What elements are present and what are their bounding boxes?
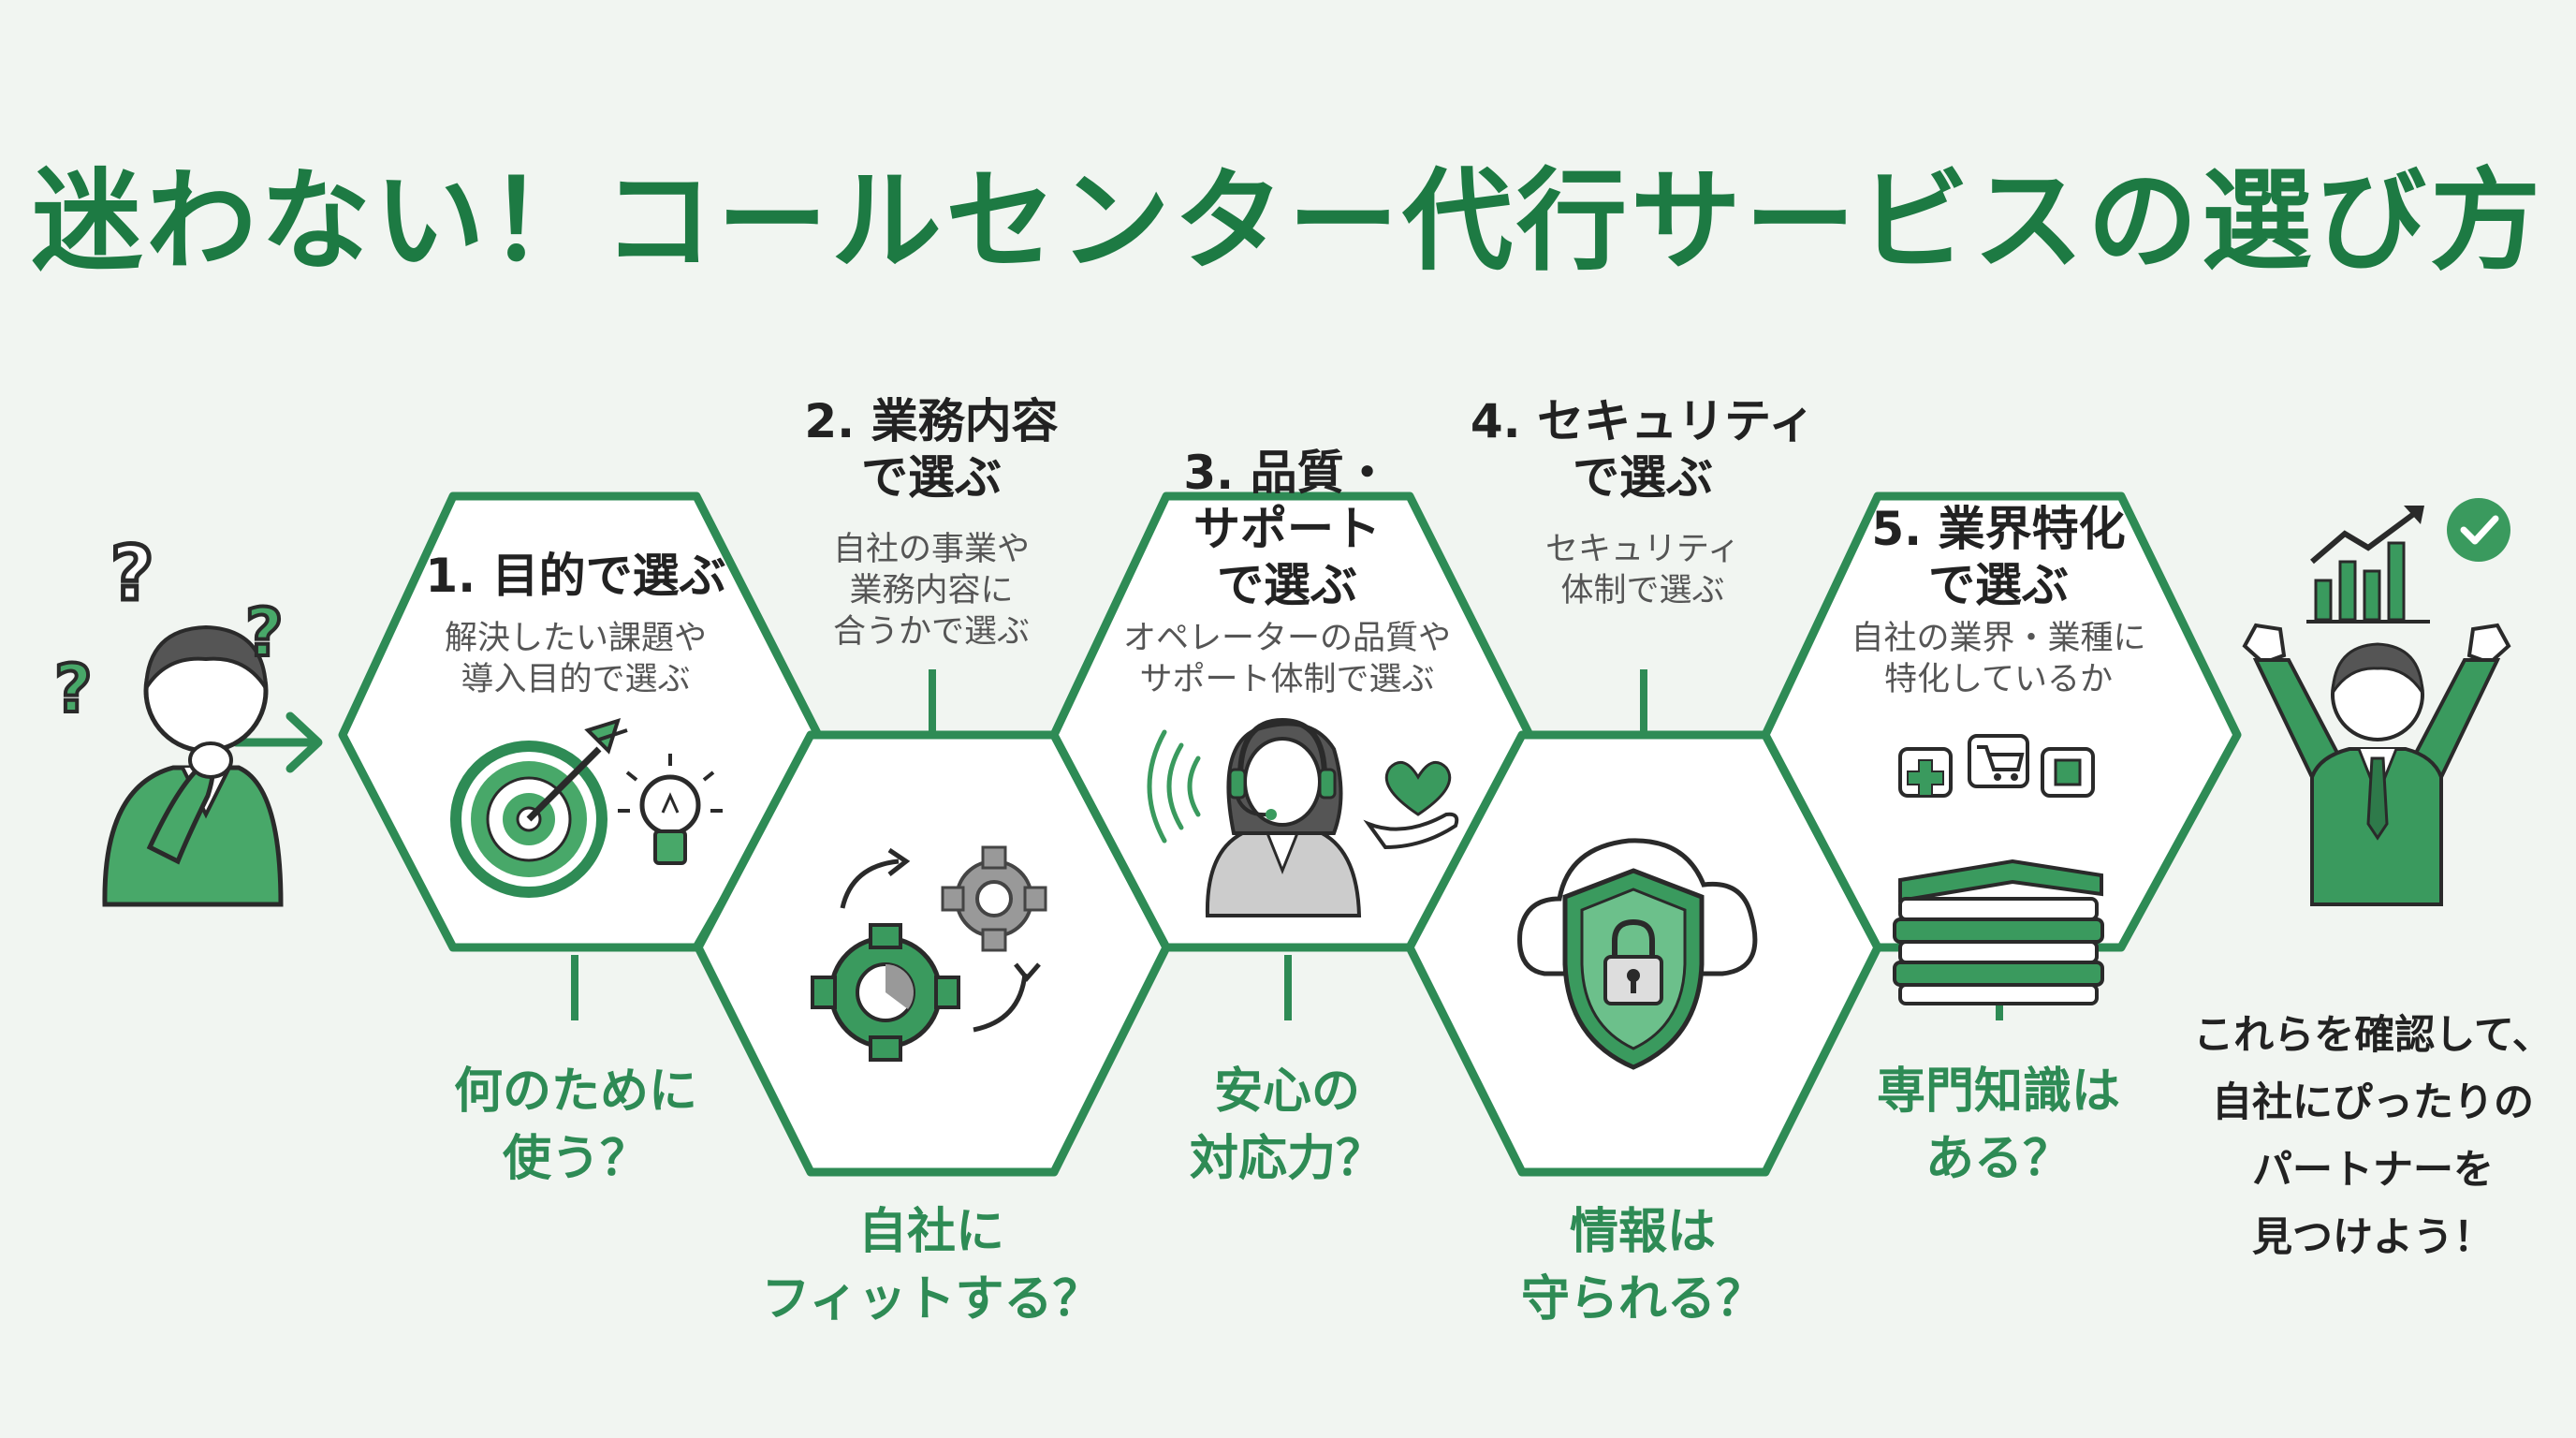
- cloud-shield-lock-icon: [1517, 838, 1758, 1070]
- step-5-title: 5. 業界特化で選ぶ: [1871, 502, 2126, 612]
- growth-chart-check-icon: [2306, 498, 2510, 624]
- svg-text:?: ?: [110, 530, 154, 617]
- step-1-description: 解決したい課題や導入目的で選ぶ: [444, 620, 707, 698]
- page-title: 迷わない！コールセンター代行サービスの選び方: [31, 156, 2544, 286]
- step-1-question: 何のために使う？: [453, 1064, 697, 1187]
- confused-person-icon: ? ? ?: [52, 528, 285, 907]
- chip-icon: [2041, 747, 2095, 798]
- step-3-title: 3. 品質・サポートで選ぶ: [1183, 446, 1391, 612]
- step-2-question: 自社にフィットする？: [761, 1204, 1102, 1328]
- step-4-title: 4. セキュリティで選ぶ: [1470, 394, 1816, 505]
- books-industry-icon: [1893, 734, 2104, 1005]
- cart-icon: [1968, 734, 2029, 788]
- step-1-title: 1. 目的で選ぶ: [425, 549, 726, 603]
- medical-icon: [1898, 747, 1953, 798]
- svg-text:?: ?: [245, 594, 284, 671]
- step-4-description: セキュリティ体制で選ぶ: [1545, 531, 1740, 609]
- final-message: これらを確認して、自社にぴったりのパートナーを見つけよう！: [2193, 1012, 2553, 1261]
- step-3-question: 安心の対応力？: [1189, 1064, 1384, 1187]
- step-2-title: 2. 業務内容で選ぶ: [804, 394, 1059, 505]
- arrow-right-icon: [231, 712, 323, 773]
- connector-lines: [571, 669, 2003, 1020]
- step-4-question: 情報は守られる？: [1520, 1204, 1764, 1328]
- step-2-description: 自社の事業や業務内容に合うかで選ぶ: [832, 531, 1030, 651]
- gears-icon: [811, 845, 1047, 1062]
- hexagon-step-5: [1761, 492, 2242, 952]
- step-5-question: 専門知識はある？: [1876, 1064, 2120, 1187]
- step-3-description: オペレーターの品質やサポート体制で選ぶ: [1122, 620, 1451, 698]
- celebrating-businessman-icon: [2242, 623, 2511, 906]
- target-lightbulb-icon: [450, 717, 723, 898]
- operator-heart-icon: [1147, 717, 1459, 917]
- svg-text:?: ?: [54, 651, 93, 727]
- step-5-description: 自社の業界・業種に特化しているか: [1851, 620, 2146, 698]
